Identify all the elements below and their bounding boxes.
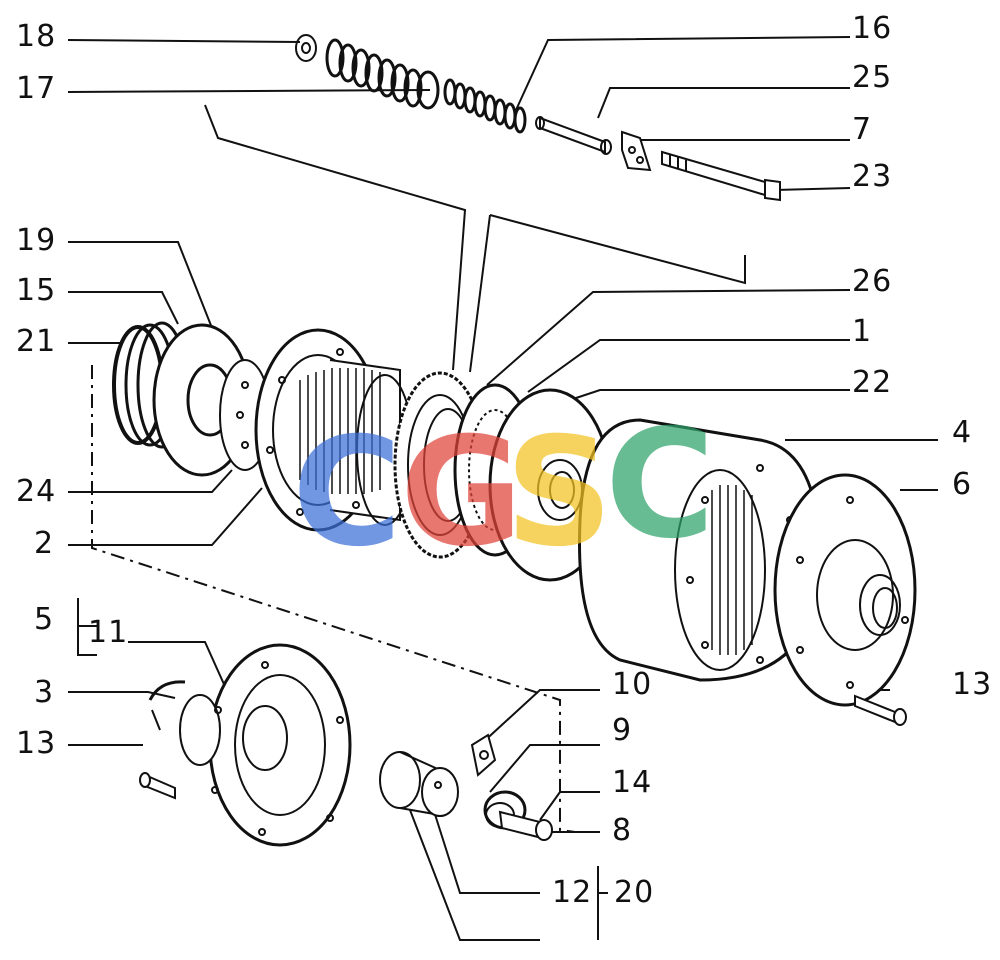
label-8: 8 — [612, 813, 633, 848]
label-20: 20 — [614, 875, 655, 910]
label-17: 17 — [16, 71, 57, 106]
clutch-housing — [578, 418, 822, 682]
label-19: 19 — [16, 223, 57, 258]
label-13-right: 13 — [952, 667, 993, 702]
label-2: 2 — [34, 526, 55, 561]
output-flange — [139, 643, 352, 847]
label-16: 16 — [852, 11, 893, 46]
valve-parts — [470, 733, 553, 841]
label-22: 22 — [852, 365, 893, 400]
label-9: 9 — [612, 713, 633, 748]
leader-lines — [67, 36, 938, 941]
label-10: 10 — [612, 667, 653, 702]
label-5: 5 — [34, 602, 55, 637]
label-15: 15 — [16, 273, 57, 308]
label-3: 3 — [34, 675, 55, 710]
label-14: 14 — [612, 765, 653, 800]
label-24: 24 — [16, 474, 57, 509]
watermark-letter-4: C — [605, 398, 716, 572]
piston-assembly — [112, 321, 271, 477]
label-13-left: 13 — [16, 726, 57, 761]
label-12: 12 — [552, 875, 593, 910]
label-18: 18 — [16, 19, 57, 54]
watermark-letter-1: C — [292, 406, 403, 580]
label-1: 1 — [852, 314, 873, 349]
watermark-letter-2: G — [400, 406, 524, 580]
bushing — [379, 751, 459, 817]
label-26: 26 — [852, 264, 893, 299]
label-6: 6 — [952, 467, 973, 502]
watermark-letter-3: S — [505, 406, 614, 580]
label-21: 21 — [16, 324, 57, 359]
clutch-drum — [254, 328, 414, 532]
end-cover — [773, 473, 917, 726]
label-11: 11 — [88, 615, 129, 650]
label-7: 7 — [852, 112, 873, 147]
label-4: 4 — [952, 415, 973, 450]
label-23: 23 — [852, 159, 893, 194]
spring-pack — [295, 34, 781, 202]
label-25: 25 — [852, 60, 893, 95]
